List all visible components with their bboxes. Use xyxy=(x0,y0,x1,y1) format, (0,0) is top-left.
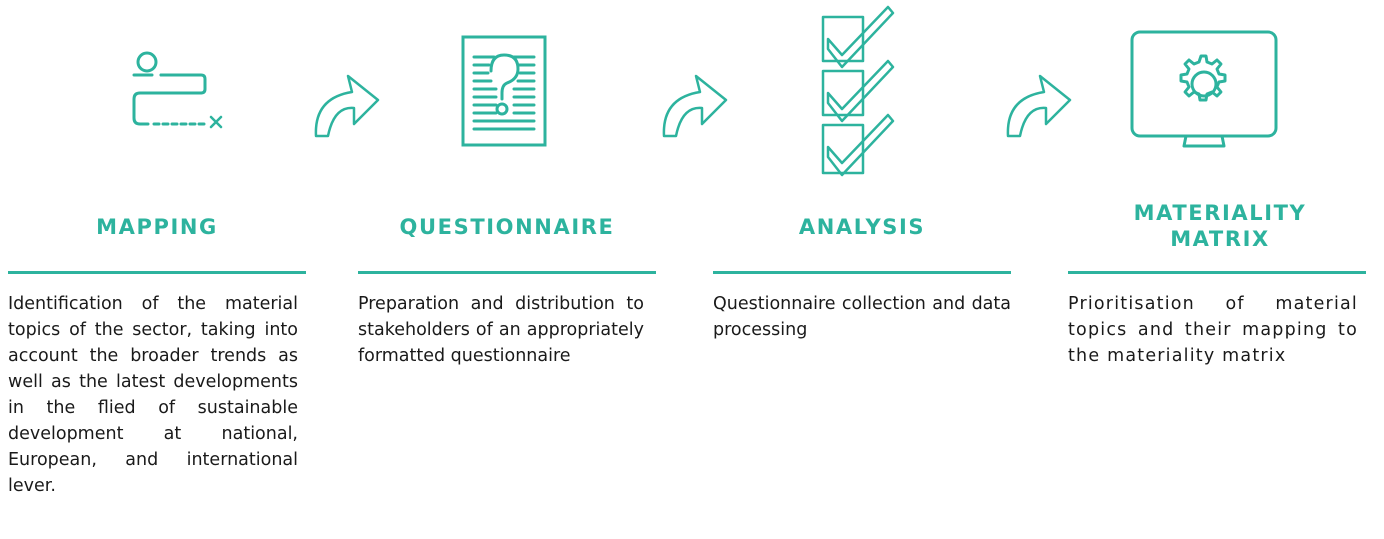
divider xyxy=(713,271,1011,274)
step-title-questionnaire: QUESTIONNAIRE xyxy=(399,215,615,239)
step-description-analysis: Questionnaire collection and data proces… xyxy=(713,294,1011,340)
divider xyxy=(1068,271,1366,274)
curved-arrow-icon xyxy=(312,72,382,144)
step-description-mapping: Identification of the ma­terial topics o… xyxy=(8,294,298,496)
step-title-materiality-matrix: MATERIALITY MATRIX xyxy=(1133,201,1307,251)
divider xyxy=(358,271,656,274)
curved-arrow-icon xyxy=(1004,72,1074,144)
questionnaire-document-icon xyxy=(458,33,550,149)
divider xyxy=(8,271,306,274)
step-description-materiality-matrix: Prioritisation of ma­terial topics and t… xyxy=(1068,294,1358,366)
monitor-gear-icon xyxy=(1128,28,1280,152)
route-map-icon xyxy=(128,50,228,130)
step-title-analysis: ANALYSIS xyxy=(798,215,926,239)
step-title-mapping: MAPPING xyxy=(96,215,218,239)
step-description-questionnaire: Preparation and distribu­tion to stakeho… xyxy=(358,294,644,366)
curved-arrow-icon xyxy=(660,72,730,144)
checklist-icon xyxy=(818,3,898,181)
